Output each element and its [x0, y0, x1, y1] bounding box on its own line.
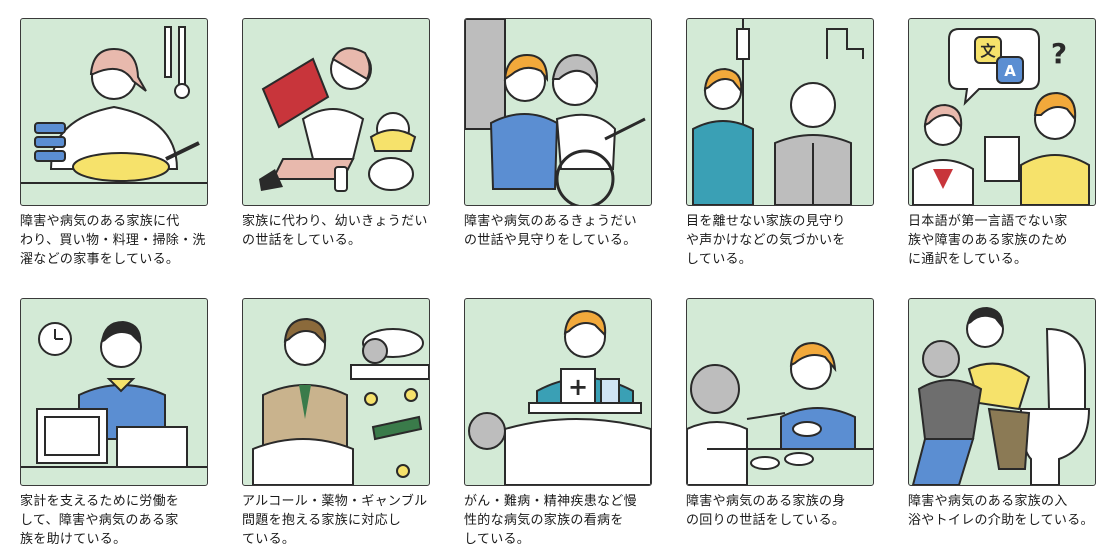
addiction-scene-icon	[252, 317, 429, 485]
illustration-sibling-care	[242, 18, 430, 206]
card-working: 家計を支えるために労働を して、障害や病気のある家 族を助けている。	[20, 298, 208, 549]
card-housework: 障害や病気のある家族に代 わり、買い物・料理・掃除・洗 濯などの家事をしている。	[20, 18, 208, 269]
caption: 目を離せない家族の見守り や声かけなどの気づかいを している。	[686, 214, 846, 267]
illustration-feeding	[686, 298, 874, 486]
card-personal-care: 障害や病気のある家族の身 の回りの世話をしている。	[686, 298, 874, 530]
bubble-char-2: A	[1004, 62, 1016, 80]
caption: 障害や病気のあるきょうだい の世話や見守りをしている。	[464, 214, 637, 248]
sibling-care-scene-icon	[259, 47, 417, 192]
card-interpreting: 文 A ? 日本語が第一言語でない家 族や障害のある家族のため に通訳をしている…	[908, 18, 1096, 269]
caption: 日本語が第一言語でない家 族や障害のある家族のため に通訳をしている。	[908, 214, 1068, 267]
medical-cross-icon: +	[568, 373, 588, 401]
illustration-toilet-assist	[908, 298, 1096, 486]
illustration-watching	[686, 18, 874, 206]
illustration-cooking	[20, 18, 208, 206]
card-nursing: + がん・難病・精神疾患など慢 性的な病気の家族の看病を している。	[464, 298, 652, 549]
caption: がん・難病・精神疾患など慢 性的な病気の家族の看病を している。	[464, 494, 637, 547]
card-bath-toilet: 障害や病気のある家族の入 浴やトイレの介助をしている。	[908, 298, 1096, 530]
cooking-scene-icon	[21, 26, 207, 184]
wheelchair-scene-icon	[465, 19, 646, 205]
caption: 障害や病気のある家族に代 わり、買い物・料理・掃除・洗 濯などの家事をしている。	[20, 214, 206, 267]
feeding-scene-icon	[687, 341, 873, 485]
caption: 家族に代わり、幼いきょうだい の世話をしている。	[242, 214, 428, 248]
caption: アルコール・薬物・ギャンブル 問題を抱える家族に対応し ている。	[242, 494, 428, 547]
caption: 障害や病気のある家族の身 の回りの世話をしている。	[686, 494, 846, 528]
interpreting-scene-icon: 文 A ?	[912, 28, 1090, 205]
illustration-working	[20, 298, 208, 486]
question-mark: ?	[1051, 37, 1067, 70]
working-scene-icon	[21, 321, 207, 468]
card-sibling-care: 家族に代わり、幼いきょうだい の世話をしている。	[242, 18, 430, 250]
nursing-scene-icon: +	[468, 309, 651, 485]
bubble-char-1: 文	[980, 42, 996, 60]
illustration-addiction	[242, 298, 430, 486]
toilet-assist-scene-icon	[911, 307, 1091, 485]
caption: 家計を支えるために労働を して、障害や病気のある家 族を助けている。	[20, 494, 180, 547]
illustration-wheelchair	[464, 18, 652, 206]
watching-scene-icon	[692, 19, 864, 205]
card-sibling-watch: 障害や病気のあるきょうだい の世話や見守りをしている。	[464, 18, 652, 250]
card-watching: 目を離せない家族の見守り や声かけなどの気づかいを している。	[686, 18, 874, 269]
card-addiction: アルコール・薬物・ギャンブル 問題を抱える家族に対応し ている。	[242, 298, 430, 549]
caption: 障害や病気のある家族の入 浴やトイレの介助をしている。	[908, 494, 1094, 528]
illustration-nursing: +	[464, 298, 652, 486]
illustration-interpreting: 文 A ?	[908, 18, 1096, 206]
